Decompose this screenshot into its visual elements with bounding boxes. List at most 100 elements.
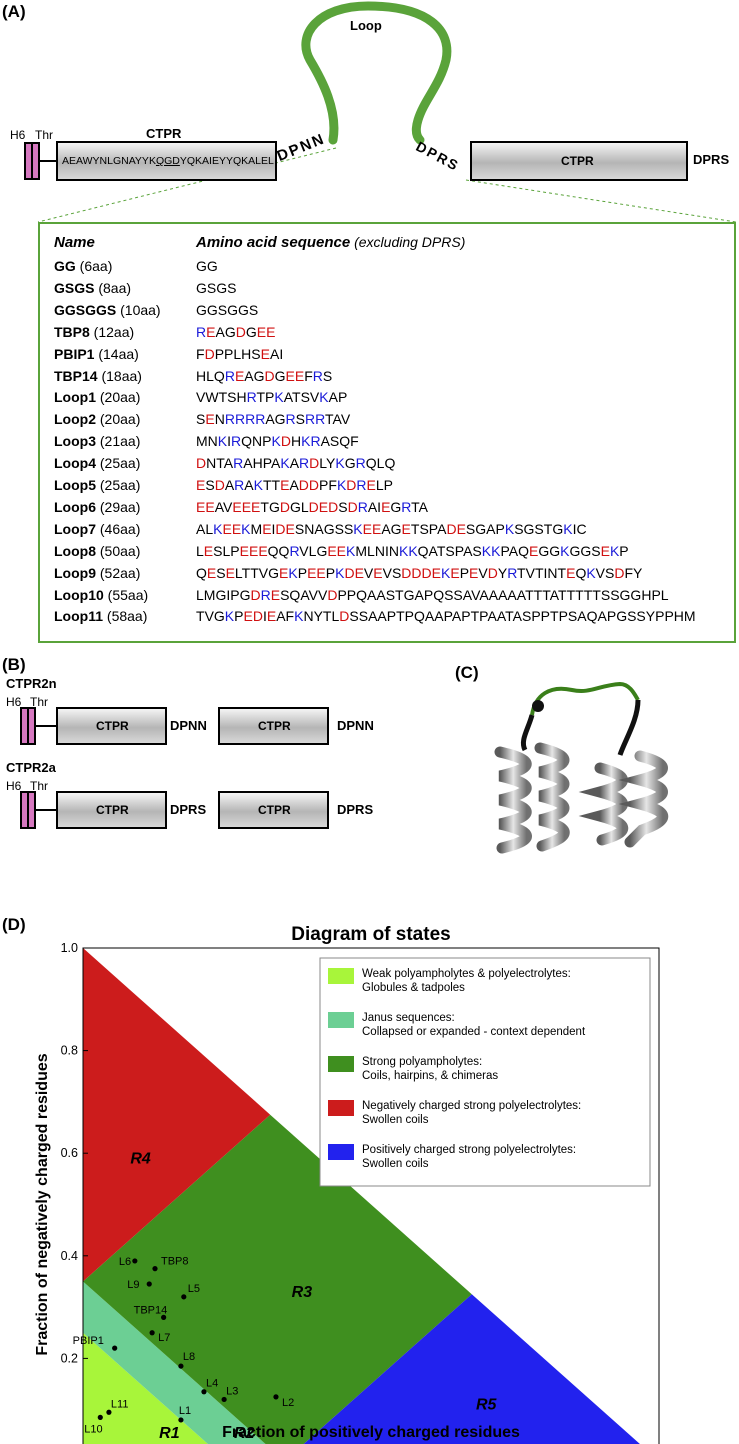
row-sequence: TVGKPEDIEAFKNYTLDSSAAPTPQAAPAPTPAATASPPT… [196, 608, 696, 625]
tag-divider [31, 142, 33, 180]
row-name: TBP8 (12aa) [54, 323, 135, 340]
ctpr2a-link2: DPRS [337, 802, 374, 817]
ctpr2a-h6: H6 [6, 779, 22, 793]
ctpr2a-name: CTPR2a [6, 760, 56, 775]
row-name: Loop4 (25aa) [54, 455, 141, 472]
row-sequence: GGSGGS [196, 301, 259, 318]
diagram-of-states-chart: R1R2R3R4R50.00.00.20.20.40.40.60.60.80.8… [34, 924, 660, 1444]
point-label: L4 [206, 1378, 218, 1390]
plot-frame [82, 947, 660, 1444]
region-R3 [83, 1114, 472, 1444]
point-label: L3 [226, 1385, 238, 1397]
data-point [106, 1409, 112, 1415]
ctpr2n-module-2 [218, 707, 329, 745]
legend-text: Swollen coils [362, 1114, 429, 1126]
row-name: Loop9 (52aa) [54, 564, 141, 581]
row-name: Loop5 (25aa) [54, 477, 141, 493]
row-sequence: LESLPEEEQQRVLGEEKMLNINKKQATSPASKKPAQEGGK… [196, 542, 629, 559]
data-point [146, 1281, 152, 1287]
data-point [221, 1396, 227, 1403]
point-label: L5 [188, 1283, 200, 1295]
y-tick-label: 0.6 [61, 1146, 78, 1160]
protein-structure [494, 681, 669, 854]
region-label-R5: R5 [476, 1397, 498, 1414]
ctpr-sequence: AEAWYNLGNAYYKQGDYQKAIEYYQKALEL [62, 155, 274, 167]
ctpr2n-thr: Thr [30, 695, 48, 709]
ctpr2n-tag-divider [27, 707, 29, 745]
y-tick-label: 1.0 [61, 941, 78, 955]
panel-b-label: (B) [2, 655, 26, 674]
region-label-R4: R4 [130, 1150, 151, 1167]
legend-text: Negatively charged strong polyelectrolyt… [362, 1100, 581, 1112]
ctpr2n-ctpr1-label: CTPR [96, 719, 129, 733]
ctpr2n-module-1 [56, 707, 167, 745]
row-name: Loop6 (29aa) [54, 498, 141, 515]
data-point [273, 1394, 279, 1400]
ctpr2n-link2: DPNN [337, 718, 374, 733]
row-name: TBP14 (18aa) [54, 367, 142, 384]
ctpr2n-h6: H6 [6, 695, 22, 709]
loop-drawing [37, 1, 737, 223]
legend-text: Weak polyampholytes & polyelectrolytes: [362, 968, 571, 980]
legend-swatch-R2 [328, 1012, 354, 1028]
row-sequence: LMGIPGDRESQAVVDPPQAASTGAPQSSAVAAAAATTTAT… [196, 586, 669, 603]
row-sequence: ESDARAKTTEADDPFKDRELP [196, 477, 394, 493]
point-label: L1 [179, 1405, 191, 1417]
panel-d-label: (D) [2, 915, 26, 934]
ctpr2a-link1: DPRS [170, 802, 207, 817]
row-sequence: GSGS [196, 279, 237, 296]
point-label: L7 [158, 1332, 170, 1344]
legend-swatch-R1 [328, 968, 354, 984]
region-label-R1: R1 [159, 1425, 180, 1442]
region-R2 [83, 1281, 266, 1444]
ctpr2n-link1: DPNN [170, 718, 207, 733]
h6-label: H6 [10, 128, 26, 142]
ctpr-module-left: AEAWYNLGNAYYKQGDYQKAIEYYQKALEL [56, 141, 277, 181]
row-name: Loop7 (46aa) [54, 520, 141, 537]
row-name: GGSGGS (10aa) [54, 301, 161, 318]
y-tick-label: 0.4 [61, 1249, 78, 1263]
row-name: Loop2 (20aa) [54, 411, 141, 428]
legend-text: Coils, hairpins, & chimeras [362, 1070, 498, 1082]
data-point [161, 1314, 167, 1320]
ctpr2n-name: CTPR2n [6, 676, 57, 691]
point-label: TBP14 [134, 1304, 168, 1316]
ctpr2a-tag-divider [27, 791, 29, 829]
legend-text: Swollen coils [362, 1158, 429, 1170]
legend-text: Janus sequences: [362, 1012, 455, 1024]
y-tick-label: 0.8 [61, 1044, 78, 1058]
ctpr2a-module-2 [218, 791, 329, 829]
legend-box [319, 957, 651, 1187]
point-label: L2 [282, 1397, 294, 1409]
ctpr2n-ctpr2-label: CTPR [258, 719, 291, 733]
header-seq: Amino acid sequence (excluding DPRS) [196, 234, 466, 251]
data-point [181, 1294, 187, 1300]
point-label: L8 [183, 1351, 195, 1363]
legend-text: Globules & tadpoles [362, 982, 465, 994]
row-sequence: HLQREAGDGEEFRS [196, 367, 333, 384]
row-sequence: GG [196, 258, 218, 274]
row-sequence: MNKIRQNPKDHKRASQF [196, 433, 359, 450]
row-name: Loop10 (55aa) [54, 586, 149, 603]
row-sequence: QESELTTVGEKPEEPKDEVEVSDDDEKEPEVDYRTVTINT… [196, 564, 643, 581]
point-label: L11 [111, 1398, 129, 1410]
row-sequence: ALKEEKMEIDESNAGSSKEEAGETSPADESGAPKSGSTGK… [196, 520, 587, 537]
legend-swatch-R4 [328, 1100, 354, 1116]
y-axis-label: Fraction of negatively charged residues [34, 1053, 51, 1355]
point-label: L10 [84, 1423, 102, 1435]
ctpr2a-ctpr2-label: CTPR [258, 803, 291, 817]
legend-text: Strong polyampholytes: [362, 1056, 482, 1068]
ctpr-title: CTPR [146, 126, 182, 141]
data-point [152, 1266, 158, 1272]
chart-title: Diagram of states [291, 924, 450, 945]
x-axis-label: Fraction of positively charged residues [222, 1424, 520, 1441]
row-name: PBIP1 (14aa) [54, 345, 139, 362]
row-name: Loop11 (58aa) [54, 608, 148, 625]
ctpr2a-module-1 [56, 791, 167, 829]
ctpr-right-label: CTPR [561, 154, 594, 168]
ctpr-module-right [470, 141, 688, 181]
ctpr2a-ctpr1-label: CTPR [96, 803, 129, 817]
data-point [112, 1345, 118, 1351]
ctpr2a-linker [36, 809, 56, 811]
thrombin-linker [40, 160, 56, 162]
